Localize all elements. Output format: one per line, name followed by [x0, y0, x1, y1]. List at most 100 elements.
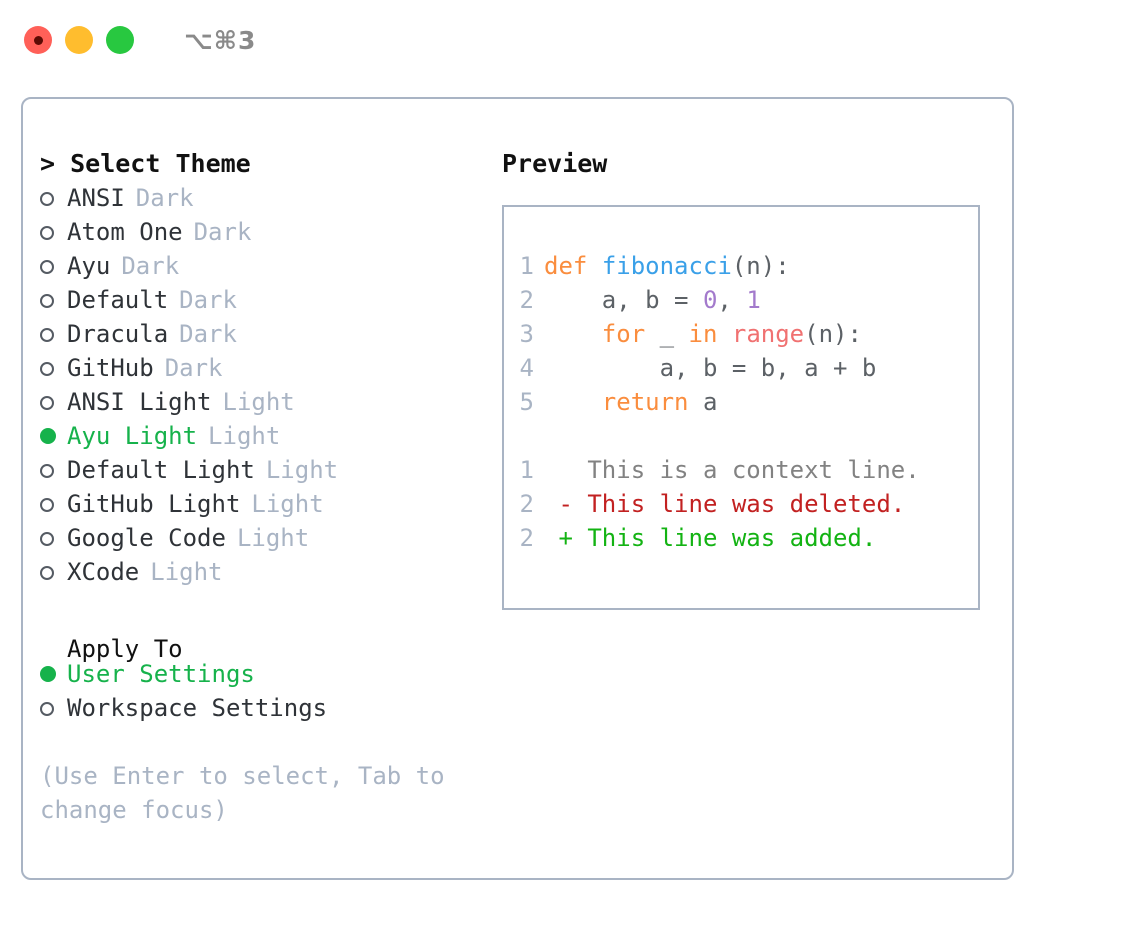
- code-token-pl: [717, 320, 731, 348]
- apply-option-label: User Settings: [67, 660, 255, 688]
- theme-variant-tag: Light: [236, 524, 310, 552]
- theme-option-label: Google Code: [67, 524, 226, 552]
- line-number: 5: [519, 388, 534, 416]
- minimize-button[interactable]: [65, 26, 93, 54]
- radio-glyph: [40, 464, 54, 478]
- code-token-pl: _: [645, 320, 689, 348]
- apply-to-heading-marker: [40, 623, 67, 657]
- code-line: 3 for _ in range(n):: [518, 317, 920, 351]
- line-number: 4: [519, 354, 534, 382]
- theme-variant-tag: Dark: [121, 252, 180, 280]
- radio-glyph: [40, 428, 56, 444]
- radio-glyph: [40, 294, 54, 308]
- theme-option-3[interactable]: Default Dark: [40, 283, 490, 317]
- page-title: > Select Theme: [40, 149, 251, 178]
- radio-glyph: [40, 498, 54, 512]
- apply-option-1[interactable]: Workspace Settings: [40, 691, 490, 725]
- theme-option-label: Default: [67, 286, 169, 314]
- theme-option-1[interactable]: Atom One Dark: [40, 215, 490, 249]
- theme-variant-tag: Dark: [179, 320, 237, 348]
- theme-option-label: Dracula: [67, 320, 169, 348]
- code-token-del: - This line was deleted.: [544, 490, 906, 518]
- code-token-add: + This line was added.: [544, 524, 877, 552]
- code-token-pl: [544, 320, 602, 348]
- theme-variant-tag: Light: [222, 388, 295, 416]
- theme-option-label: ANSI: [67, 184, 125, 212]
- radio-unselected-icon: [40, 216, 67, 250]
- radio-glyph: [40, 362, 54, 376]
- radio-unselected-icon: [40, 488, 67, 522]
- radio-unselected-icon: [40, 556, 67, 590]
- radio-unselected-icon: [40, 182, 67, 216]
- code-line: 5 return a: [518, 385, 920, 419]
- radio-glyph: [40, 532, 54, 546]
- keyboard-hint: (Use Enter to select, Tab to change focu…: [40, 762, 445, 824]
- radio-selected-icon: [40, 657, 67, 691]
- line-number: 3: [519, 320, 534, 348]
- theme-variant-tag: Dark: [193, 218, 252, 246]
- radio-glyph: [40, 396, 54, 410]
- radio-unselected-icon: [40, 318, 67, 352]
- theme-variant-tag: Light: [251, 490, 324, 518]
- theme-option-label: Atom One: [67, 218, 183, 246]
- radio-glyph: [40, 666, 56, 682]
- code-token-pl: ,: [717, 286, 747, 314]
- code-token-pl: a, b =: [544, 286, 703, 314]
- diff-line: 2 - This line was deleted.: [518, 487, 920, 521]
- radio-glyph: [40, 702, 54, 716]
- code-token-kw: in: [688, 320, 718, 348]
- theme-option-2[interactable]: Ayu Dark: [40, 249, 490, 283]
- code-spacer: [518, 419, 920, 453]
- maximize-button[interactable]: [106, 26, 134, 54]
- line-number: 2: [519, 524, 534, 552]
- line-number: 1: [519, 456, 534, 484]
- code-token-pl: (n):: [804, 320, 862, 348]
- theme-variant-tag: Light: [150, 558, 223, 586]
- radio-glyph: [40, 192, 54, 206]
- code-token-num: 1: [746, 286, 761, 314]
- code-token-pl: [587, 252, 601, 280]
- theme-variant-tag: Light: [265, 456, 339, 484]
- window-shortcut-label: ⌥⌘3: [184, 25, 257, 55]
- apply-to-heading-label: Apply To: [67, 635, 183, 663]
- line-number: 2: [519, 286, 534, 314]
- code-line: 4 a, b = b, a + b: [518, 351, 920, 385]
- code-token-kw: for: [601, 320, 646, 348]
- diff-line: 2 + This line was added.: [518, 521, 920, 555]
- theme-option-10[interactable]: Google Code Light: [40, 521, 490, 555]
- code-token-kw: return: [601, 388, 689, 416]
- theme-variant-tag: Dark: [179, 286, 237, 314]
- theme-option-7[interactable]: Ayu Light Light: [40, 419, 490, 453]
- theme-option-label: GitHub Light: [67, 490, 241, 518]
- close-button[interactable]: [24, 26, 52, 54]
- radio-glyph: [40, 260, 54, 274]
- theme-option-label: Ayu: [67, 252, 111, 280]
- radio-unselected-icon: [40, 692, 67, 726]
- theme-option-8[interactable]: Default Light Light: [40, 453, 490, 487]
- theme-option-9[interactable]: GitHub Light Light: [40, 487, 490, 521]
- code-token-bi: range: [731, 320, 805, 348]
- theme-option-label: Ayu Light: [67, 422, 198, 450]
- code-token-kw: def: [544, 252, 588, 280]
- radio-unselected-icon: [40, 454, 67, 488]
- theme-variant-tag: Light: [208, 422, 281, 450]
- code-token-num: 0: [702, 286, 718, 314]
- theme-option-4[interactable]: Dracula Dark: [40, 317, 490, 351]
- apply-option-0[interactable]: User Settings: [40, 657, 490, 691]
- theme-option-label: Default Light: [67, 456, 255, 484]
- radio-unselected-icon: [40, 250, 67, 284]
- window-titlebar: ⌥⌘3: [0, 0, 1140, 80]
- code-token-ctx: This is a context line.: [544, 456, 920, 484]
